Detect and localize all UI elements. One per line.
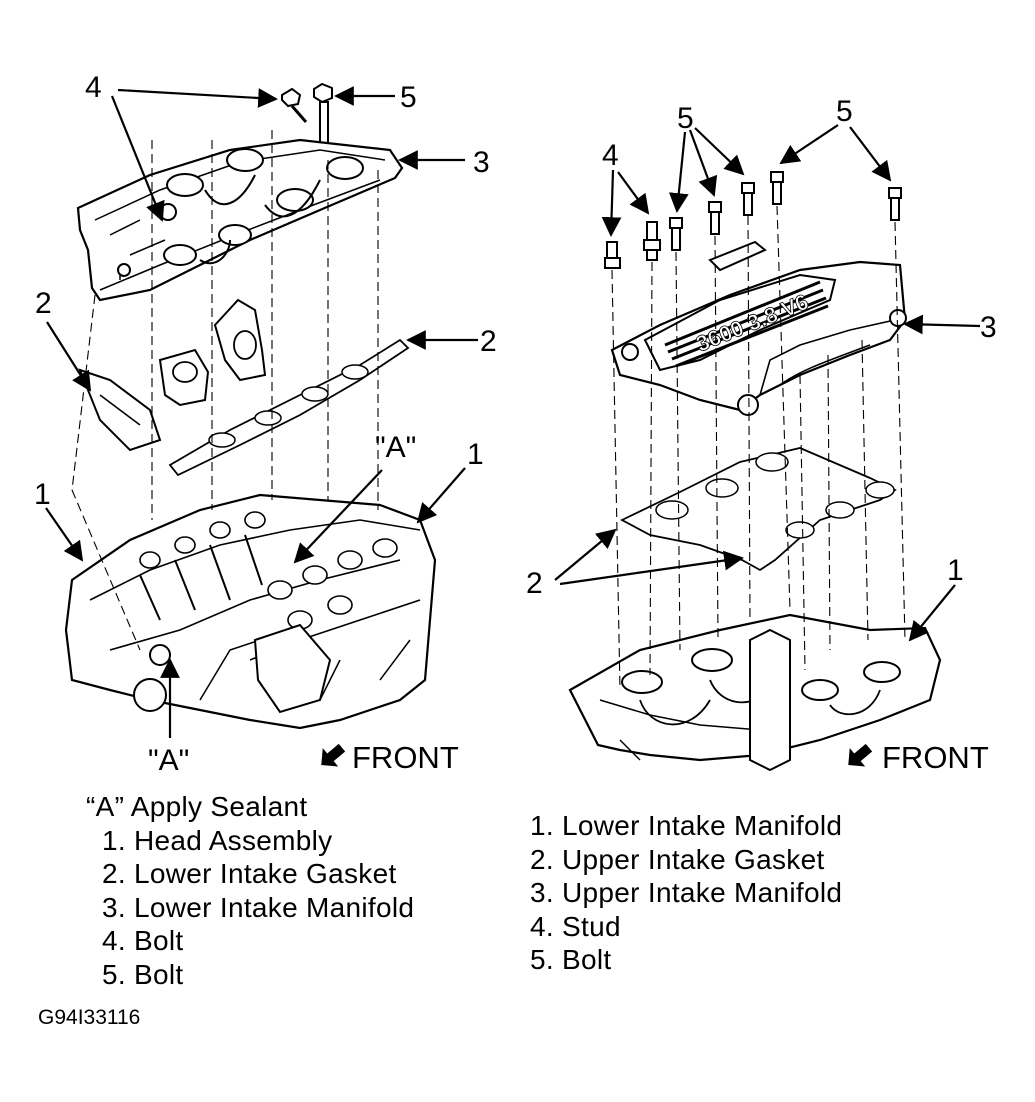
left-legend-item: 2. Lower Intake Gasket: [102, 858, 397, 889]
callout-arrows-left: [45, 86, 478, 738]
bolts-5-right: [669, 171, 902, 251]
right-front-label: FRONT: [882, 740, 989, 775]
lower-intake-gasket-left: [78, 338, 410, 477]
upper-intake-manifold-right: 3600 3.8 V6: [610, 260, 907, 416]
right-legend-item: 2. Upper Intake Gasket: [530, 843, 825, 875]
right-legend-item: 3. Upper Intake Manifold: [530, 877, 843, 908]
left-legend: “A” Apply Sealant 1. Head Assembly 2. Lo…: [86, 790, 414, 991]
front-arrow-icon-left: [321, 743, 346, 767]
legend-note-sealant: “A” Apply Sealant: [86, 791, 308, 822]
left-legend-item: 5. Bolt: [102, 958, 184, 990]
right-exploded-diagram: 3600 3.8 V6: [526, 95, 997, 775]
left-callout-a-bottom: "A": [148, 744, 189, 777]
left-legend-item: 4. Bolt: [102, 925, 184, 956]
right-callout-1: 1: [947, 554, 964, 587]
left-callout-4: 4: [85, 71, 102, 104]
right-legend: 1. Lower Intake Manifold 2. Upper Intake…: [530, 809, 842, 977]
right-callout-2: 2: [526, 567, 543, 600]
bolt-4-left: [281, 87, 308, 123]
right-legend-item: 4. Stud: [530, 910, 621, 942]
lower-intake-manifold-right: [568, 613, 942, 772]
left-callout-1-right: 1: [467, 438, 484, 471]
right-callout-3: 3: [980, 311, 997, 344]
figure-code: G94I33116: [38, 1006, 141, 1029]
left-callout-5: 5: [400, 81, 417, 114]
lower-intake-manifold-left: [76, 138, 404, 302]
left-callout-a-top: "A": [375, 431, 416, 464]
front-arrow-icon-right: [848, 743, 873, 767]
left-callout-2-right: 2: [480, 325, 497, 358]
alignment-lines-right: [611, 205, 906, 691]
upper-bracket-right: [708, 240, 767, 272]
upper-intake-gasket-right: [620, 447, 897, 572]
left-callout-1-left: 1: [34, 478, 51, 511]
left-callout-2-left: 2: [35, 287, 52, 320]
coolant-adapters-left: [158, 298, 267, 407]
left-legend-item: 3. Lower Intake Manifold: [102, 891, 415, 923]
right-legend-item: 5. Bolt: [530, 944, 612, 975]
studs-4-right: [604, 221, 661, 269]
right-legend-item: 1. Lower Intake Manifold: [530, 810, 843, 841]
left-callout-3: 3: [473, 146, 490, 179]
left-exploded-diagram: 4 5 3 2 2 1 1 "A" "A" FRONT: [34, 71, 497, 777]
left-legend-item: 1. Head Assembly: [102, 824, 333, 856]
right-callout-5-right: 5: [836, 95, 853, 128]
right-callout-5-left: 5: [677, 102, 694, 135]
callout-arrows-right: [554, 124, 981, 642]
left-front-label: FRONT: [352, 740, 459, 775]
engine-block-left: [64, 493, 437, 730]
right-callout-4: 4: [602, 139, 619, 172]
